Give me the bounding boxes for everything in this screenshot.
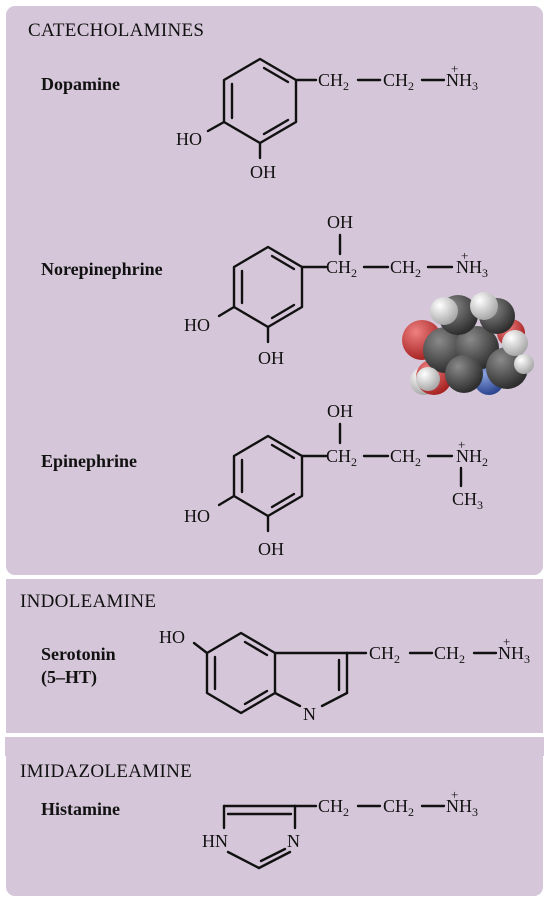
svg-text:NH3: NH3 xyxy=(446,796,478,819)
svg-text:CH2: CH2 xyxy=(390,257,421,280)
serotonin-name: Serotonin xyxy=(41,644,116,664)
histamine-name: Histamine xyxy=(41,799,120,819)
svg-text:N: N xyxy=(287,831,300,851)
svg-text:HO: HO xyxy=(176,129,202,149)
svg-text:HO: HO xyxy=(159,627,185,647)
svg-text:+: + xyxy=(461,248,468,263)
svg-text:CH2: CH2 xyxy=(318,796,349,819)
svg-text:HO: HO xyxy=(184,506,210,526)
space-filling-molecule-model-icon xyxy=(402,292,534,395)
svg-text:OH: OH xyxy=(258,539,284,559)
indoleamine-title: INDOLEAMINE xyxy=(20,591,156,612)
svg-text:+: + xyxy=(503,634,510,649)
svg-text:CH2: CH2 xyxy=(383,70,414,93)
serotonin-abbrev: (5–HT) xyxy=(41,667,97,688)
svg-text:CH2: CH2 xyxy=(326,257,357,280)
svg-text:HN: HN xyxy=(202,831,228,851)
epinephrine-name: Epinephrine xyxy=(41,451,137,471)
svg-text:OH: OH xyxy=(327,212,353,232)
catecholamines-title: CATECHOLAMINES xyxy=(28,20,204,41)
serotonin-structure xyxy=(192,631,498,715)
svg-text:OH: OH xyxy=(258,348,284,368)
norepinephrine-structure xyxy=(217,233,454,344)
imidazoleamine-title: IMIDAZOLEAMINE xyxy=(20,761,192,782)
svg-text:HO: HO xyxy=(184,315,210,335)
svg-text:CH2: CH2 xyxy=(326,446,357,469)
histamine-structure xyxy=(222,804,446,870)
norepinephrine-name: Norepinephrine xyxy=(41,259,163,279)
svg-text:CH2: CH2 xyxy=(434,643,465,666)
svg-text:N: N xyxy=(303,704,316,724)
svg-text:+: + xyxy=(451,787,458,802)
svg-text:NH3: NH3 xyxy=(456,257,488,280)
svg-text:+: + xyxy=(451,61,458,76)
svg-text:OH: OH xyxy=(327,401,353,421)
catecholamines-panel xyxy=(4,4,545,577)
svg-text:CH2: CH2 xyxy=(318,70,349,93)
svg-text:NH3: NH3 xyxy=(498,643,530,666)
svg-text:NH2: NH2 xyxy=(456,446,488,469)
svg-text:CH3: CH3 xyxy=(452,489,483,512)
svg-text:CH2: CH2 xyxy=(390,446,421,469)
svg-text:+: + xyxy=(458,437,465,452)
svg-text:CH2: CH2 xyxy=(369,643,400,666)
dopamine-structure xyxy=(206,57,446,160)
epinephrine-structure xyxy=(217,422,463,533)
svg-text:NH3: NH3 xyxy=(446,70,478,93)
svg-text:OH: OH xyxy=(250,162,276,182)
svg-text:CH2: CH2 xyxy=(383,796,414,819)
dopamine-name: Dopamine xyxy=(41,74,120,94)
